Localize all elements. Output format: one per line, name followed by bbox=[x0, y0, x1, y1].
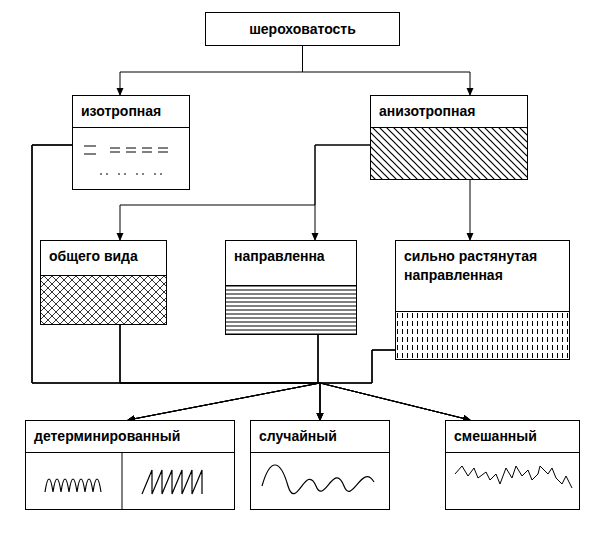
box-heading: общего вида bbox=[41, 241, 166, 276]
connector-arrow bbox=[120, 145, 370, 240]
connector-arrow bbox=[120, 46, 303, 95]
mixed-wave bbox=[455, 466, 572, 488]
box-heading: смешанный bbox=[446, 421, 579, 453]
box-heading: анизотропная bbox=[371, 96, 527, 128]
box-heading: сильно растянутая направленная bbox=[396, 241, 569, 312]
category-box: случайный bbox=[250, 420, 390, 510]
crosshatch-fill bbox=[41, 276, 166, 324]
category-box: направленна bbox=[225, 240, 357, 335]
connector-arrow bbox=[128, 335, 320, 420]
connector-arrow bbox=[120, 325, 320, 420]
category-box: детерминированный bbox=[25, 420, 235, 510]
connector-arrow bbox=[320, 350, 395, 420]
connector-arrow bbox=[315, 145, 370, 240]
hatch-fill bbox=[371, 127, 527, 179]
box-heading: случайный bbox=[251, 421, 389, 453]
category-box: сильно растянутая направленная bbox=[395, 240, 570, 360]
box-heading: детерминированный bbox=[26, 421, 234, 453]
box-heading: шероховатость bbox=[206, 13, 399, 45]
divider-line bbox=[122, 452, 123, 510]
category-box: общего вида bbox=[40, 240, 167, 325]
category-box: изотропная bbox=[72, 95, 190, 190]
box-heading: изотропная bbox=[73, 96, 189, 128]
dash-fill bbox=[396, 312, 569, 359]
category-box: смешанный bbox=[445, 420, 580, 510]
connector-arrow bbox=[120, 325, 470, 420]
connector-arrow bbox=[128, 350, 395, 420]
connector-arrow bbox=[120, 325, 320, 420]
category-box: анизотропная bbox=[370, 95, 528, 180]
box-heading: направленна bbox=[226, 241, 356, 286]
line-fill bbox=[226, 286, 356, 334]
connector-arrow bbox=[470, 180, 471, 240]
connector-arrow bbox=[320, 350, 470, 420]
isotropic-texture bbox=[84, 146, 168, 174]
category-box: шероховатость bbox=[205, 12, 400, 46]
random-wave bbox=[262, 465, 374, 494]
sawtooth-wave bbox=[142, 470, 202, 494]
deterministic-wave bbox=[45, 479, 101, 492]
connector-arrow bbox=[318, 335, 470, 420]
connector-arrow bbox=[303, 46, 471, 95]
